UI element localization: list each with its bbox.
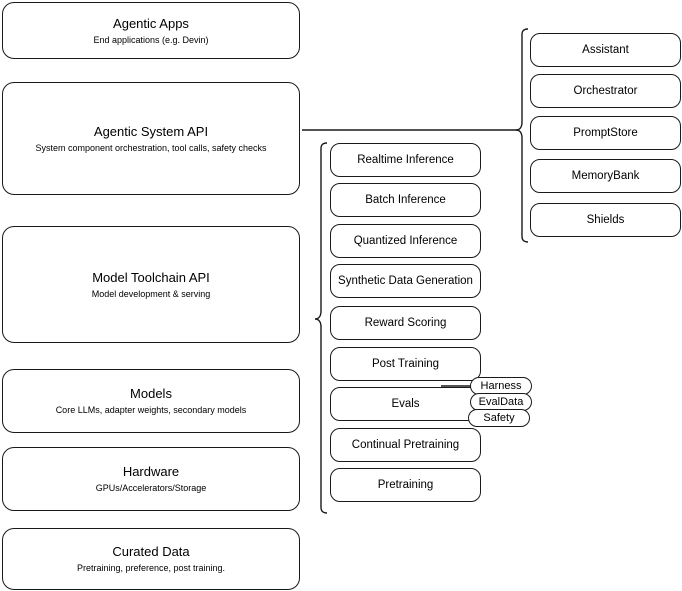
component-pretraining[interactable]: Pretraining (330, 468, 481, 502)
stack-layer-title: Hardware (122, 464, 180, 479)
stack-layer-agentic-apps[interactable]: Agentic Apps End applications (e.g. Devi… (2, 2, 300, 59)
badge-harness[interactable]: Harness (470, 377, 532, 395)
component-evals[interactable]: Evals (330, 387, 481, 421)
component-batch-inference[interactable]: Batch Inference (330, 183, 481, 217)
stack-layer-subtitle: GPUs/Accelerators/Storage (95, 483, 207, 493)
brace-agentic-system-components (515, 28, 529, 243)
component-synthetic-data-generation[interactable]: Synthetic Data Generation (330, 264, 481, 298)
stack-layer-title: Model Toolchain API (92, 269, 210, 285)
badge-safety[interactable]: Safety (468, 409, 530, 427)
stack-layer-models[interactable]: Models Core LLMs, adapter weights, secon… (2, 369, 300, 433)
stack-layer-title: Models (130, 386, 172, 401)
stack-layer-curated-data[interactable]: Curated Data Pretraining, preference, po… (2, 528, 300, 590)
component-shields[interactable]: Shields (530, 203, 681, 237)
component-post-training[interactable]: Post Training (330, 347, 481, 381)
stack-layer-hardware[interactable]: Hardware GPUs/Accelerators/Storage (2, 447, 300, 511)
stack-layer-subtitle: System component orchestration, tool cal… (35, 142, 267, 153)
component-realtime-inference[interactable]: Realtime Inference (330, 143, 481, 177)
stack-layer-subtitle: Model development & serving (91, 288, 211, 299)
component-memorybank[interactable]: MemoryBank (530, 159, 681, 193)
stack-layer-title: Agentic System API (93, 123, 209, 139)
stack-layer-subtitle: Pretraining, preference, post training. (76, 563, 226, 573)
component-quantized-inference[interactable]: Quantized Inference (330, 224, 481, 258)
stack-layer-title: Curated Data (112, 544, 190, 559)
component-promptstore[interactable]: PromptStore (530, 116, 681, 150)
badge-evaldata[interactable]: EvalData (470, 393, 532, 411)
stack-layer-agentic-system-api[interactable]: Agentic System API System component orch… (2, 82, 300, 195)
component-orchestrator[interactable]: Orchestrator (530, 74, 681, 108)
component-assistant[interactable]: Assistant (530, 33, 681, 67)
stack-layer-model-toolchain-api[interactable]: Model Toolchain API Model development & … (2, 226, 300, 343)
stack-layer-subtitle: End applications (e.g. Devin) (93, 34, 209, 45)
component-reward-scoring[interactable]: Reward Scoring (330, 306, 481, 340)
stack-layer-subtitle: Core LLMs, adapter weights, secondary mo… (55, 405, 247, 415)
component-continual-pretraining[interactable]: Continual Pretraining (330, 428, 481, 462)
brace-model-toolchain-components (314, 142, 328, 514)
stack-layer-title: Agentic Apps (113, 15, 189, 31)
